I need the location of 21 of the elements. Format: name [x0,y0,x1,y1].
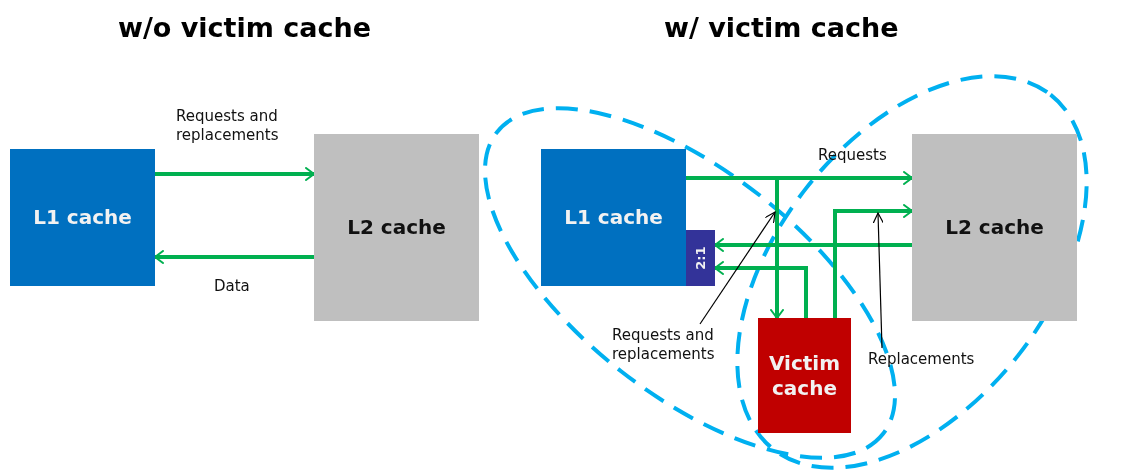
section-title: w/ victim cache [664,11,899,45]
leader-line [872,212,884,349]
cache-box: L1 cache [10,149,155,286]
cache-box: Victim cache [758,318,851,433]
section-title: w/o victim cache [118,11,372,45]
edge-label: Requests [818,146,887,165]
arrow [714,238,912,252]
arrow [686,176,784,319]
edge-label: Requests and replacements [176,107,280,145]
leader-line [699,211,776,325]
edge-label: Data [214,277,250,296]
cache-box: L1 cache [541,149,686,286]
callout-text: Replacements [868,348,998,370]
arrow [714,261,808,318]
arrow [155,167,315,181]
callout-text: Requests and replacements [612,324,742,366]
cache-box: L2 cache [912,134,1077,321]
arrow [154,250,314,264]
cache-box: L2 cache [314,134,479,321]
arrow [833,204,913,318]
multiplexer-box: 2:1 [686,230,715,286]
